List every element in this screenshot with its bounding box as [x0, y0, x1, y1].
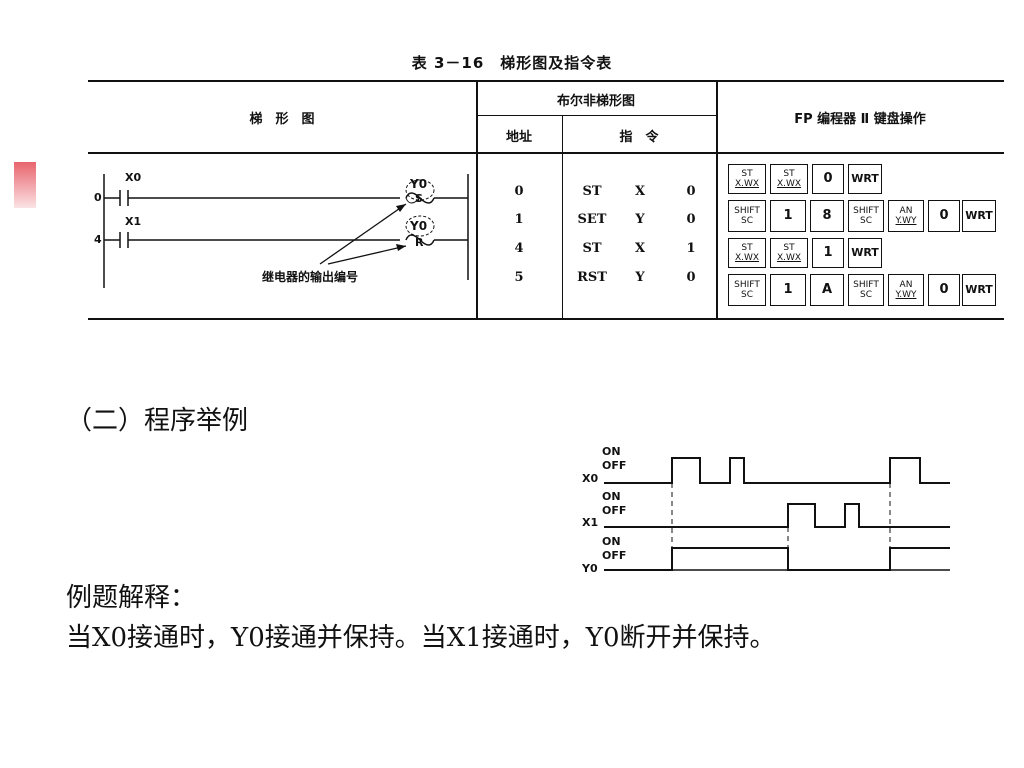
waveform-x0: [604, 457, 950, 484]
table-bottom-rule: [88, 318, 1004, 320]
row-address: 4: [514, 241, 524, 256]
table-col-divider-3: [716, 80, 718, 320]
timing-diagram: [604, 457, 950, 571]
table-col-divider-2: [562, 115, 563, 320]
section-title: （二）程序举例: [66, 406, 249, 436]
row-address: 5: [514, 270, 524, 285]
row-address: 0: [514, 184, 524, 199]
row-number: 0: [686, 212, 696, 227]
header-instruction: 指 令: [619, 130, 659, 145]
key-digit: 0: [928, 274, 960, 306]
row-address: 1: [514, 212, 524, 227]
row-device: X: [634, 241, 646, 256]
coil-op-s: S: [415, 192, 423, 205]
y0-off-label: OFF: [602, 549, 627, 562]
key-letter: A: [810, 274, 844, 306]
slide-accent-bar: [14, 162, 36, 208]
x1-on-label: ON: [602, 490, 621, 503]
table-col-divider-1: [476, 80, 478, 320]
table-subheader-rule: [476, 115, 717, 116]
table-top-rule: [88, 80, 1004, 82]
step-number-0: 0: [94, 191, 102, 204]
x0-off-label: OFF: [602, 459, 627, 472]
row-op: ST: [582, 241, 602, 256]
row-number: 1: [686, 241, 696, 256]
key-wrt: WRT: [962, 200, 996, 232]
coil-reset-symbol: [405, 234, 435, 246]
coil-device-y0: Y0: [410, 219, 428, 233]
key-digit: 0: [928, 200, 960, 232]
coil-y0-device-circle: [405, 215, 435, 237]
contact-label-x1: X1: [125, 215, 142, 228]
key-digit: 8: [810, 200, 844, 232]
arrow-to-set-coil: [319, 203, 407, 265]
x0-on-label: ON: [602, 445, 621, 458]
header-keyboard: FP 编程器 Ⅱ 键盘操作: [794, 112, 926, 127]
row-op: RST: [577, 270, 607, 285]
row-number: 0: [686, 184, 696, 199]
y0-on-label: ON: [602, 535, 621, 548]
header-address: 地址: [505, 130, 532, 145]
row-device: Y: [635, 270, 645, 285]
row-device: Y: [635, 212, 645, 227]
x0-signal-name: X0: [582, 472, 599, 485]
explanation: 例题解释： 当X0接通时，Y0接通并保持。当X1接通时，Y0断开并保持。: [66, 578, 776, 658]
waveform-x1: [604, 503, 950, 528]
arrow-to-reset-coil: [327, 245, 407, 265]
table-header-rule: [88, 152, 1004, 154]
row-op: ST: [582, 184, 602, 199]
coil-y0-device-circle: [405, 179, 435, 201]
row-device: X: [634, 184, 646, 199]
table-title: 表 3－16 梯形图及指令表: [411, 54, 613, 72]
explanation-body: 当X0接通时，Y0接通并保持。当X1接通时，Y0断开并保持。: [66, 623, 776, 653]
key-wrt: WRT: [848, 164, 882, 194]
row-number: 0: [686, 270, 696, 285]
key-wrt: WRT: [962, 274, 996, 306]
ladder-note: 继电器的输出编号: [262, 270, 359, 284]
x1-off-label: OFF: [602, 504, 627, 517]
key-digit: 0: [812, 164, 844, 194]
coil-op-r: R: [415, 236, 424, 249]
y0-signal-name: Y0: [582, 562, 598, 575]
header-ladder: 梯 形 图: [249, 112, 315, 127]
explanation-heading: 例题解释：: [66, 583, 197, 613]
key-wrt: WRT: [848, 238, 882, 268]
coil-device-y0: Y0: [410, 177, 428, 191]
x1-signal-name: X1: [582, 516, 599, 529]
header-boolean: 布尔非梯形图: [556, 94, 635, 109]
key-digit: 1: [770, 200, 806, 232]
step-number-4: 4: [94, 233, 102, 246]
ladder-diagram: [103, 174, 469, 288]
key-digit: 1: [770, 274, 806, 306]
contact-label-x0: X0: [125, 171, 142, 184]
waveform-y0: [604, 547, 950, 571]
row-op: SET: [577, 212, 607, 227]
key-digit: 1: [812, 238, 844, 268]
